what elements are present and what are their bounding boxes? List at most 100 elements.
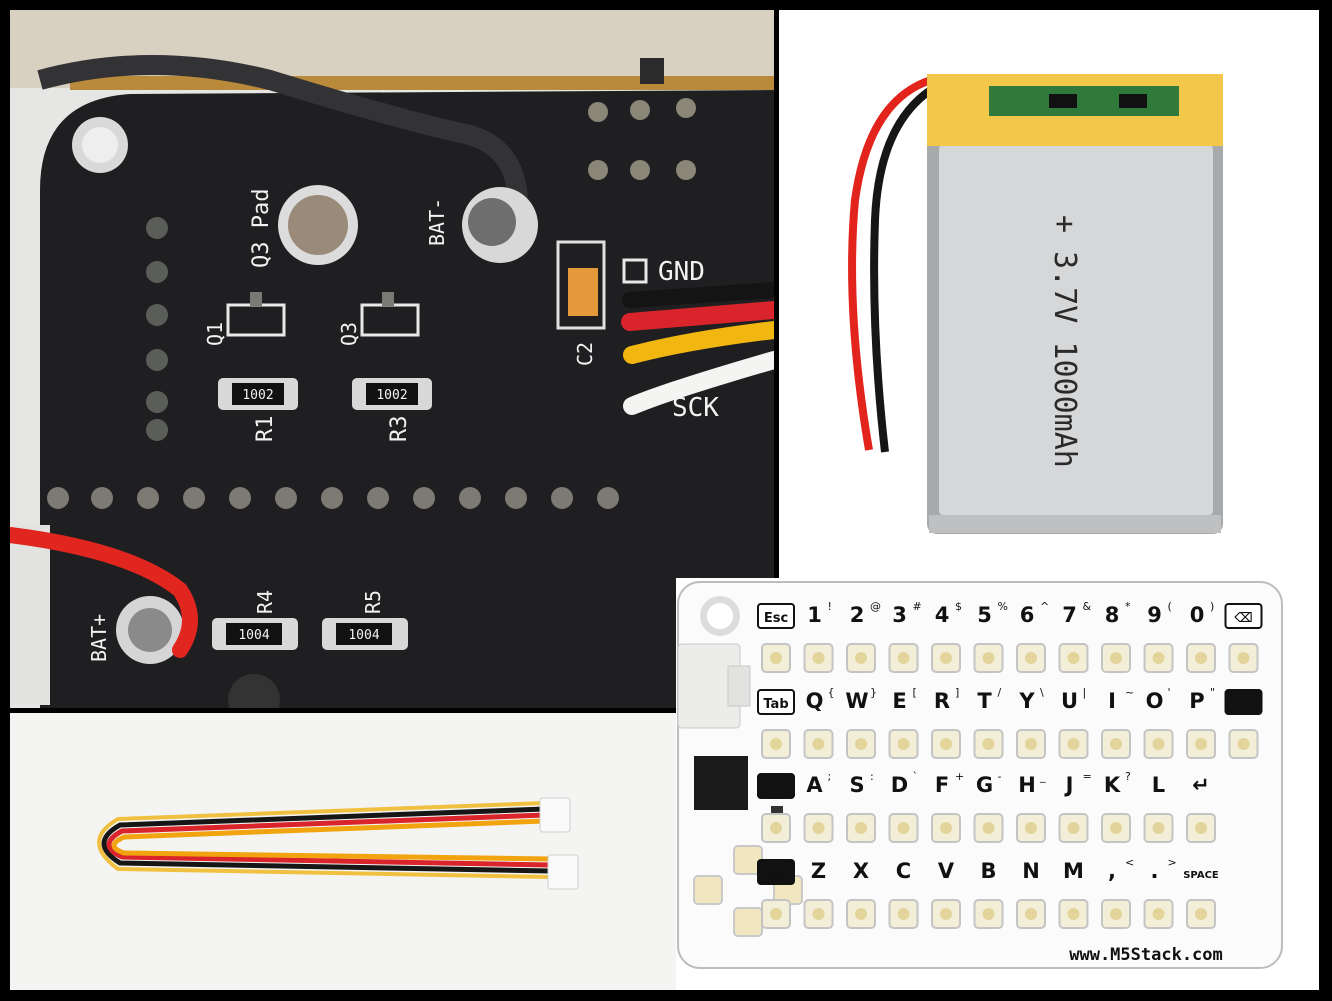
key-label: ⇧ <box>771 781 782 796</box>
key-r0-c11[interactable]: ⌫ <box>1224 603 1263 673</box>
key-r3-c8[interactable]: ,< <box>1101 856 1134 929</box>
key-r1-c3[interactable]: E[ <box>888 686 919 759</box>
key-r1-c4[interactable]: R] <box>931 686 961 759</box>
key-r2-c5[interactable]: G- <box>973 770 1004 843</box>
key-sub-label: | <box>1083 686 1087 699</box>
key-label: Y <box>1018 689 1035 713</box>
key-label: 1 <box>807 603 822 627</box>
key-label: 8 <box>1105 603 1120 627</box>
key-label: R <box>934 689 950 713</box>
key-r0-c5[interactable]: 5% <box>973 600 1008 673</box>
resistor-code-r4: 1004 <box>238 628 269 643</box>
key-r2-c4[interactable]: F+ <box>931 770 964 843</box>
key-r0-c10[interactable]: 0) <box>1186 600 1216 673</box>
key-r1-c11[interactable]: fn <box>1224 689 1263 759</box>
key-sub-label: _ <box>1039 770 1046 783</box>
key-r2-c9[interactable]: L <box>1143 773 1174 843</box>
key-r0-c0[interactable]: Esc <box>757 603 795 673</box>
capacitor-c2 <box>568 268 598 316</box>
key-r2-c3[interactable]: D` <box>888 770 919 843</box>
key-r2-c6[interactable]: H_ <box>1016 770 1046 843</box>
key-label: 9 <box>1147 603 1162 627</box>
key-r1-c7[interactable]: U| <box>1058 686 1089 759</box>
cable-connector-bottom <box>547 854 579 890</box>
key-r2-c7[interactable]: J= <box>1058 770 1092 843</box>
key-actuator <box>1152 738 1165 750</box>
silk-q1: Q1 <box>203 322 227 346</box>
key-r3-c4[interactable]: V <box>931 859 961 929</box>
key-r3-c3[interactable]: C <box>888 859 919 929</box>
key-r0-c9[interactable]: 9( <box>1143 600 1174 673</box>
key-actuator <box>1195 908 1207 920</box>
battery-label: + 3.7V 1000mAh <box>1047 215 1082 468</box>
key-label: B <box>980 859 996 883</box>
silk-q3: Q3 <box>337 322 361 346</box>
key-label: 4 <box>935 603 950 627</box>
key-r3-c1[interactable]: Z <box>803 859 834 929</box>
key-actuator <box>940 652 952 664</box>
grove-cable-photo <box>10 713 693 990</box>
key-r1-c1[interactable]: Q{ <box>803 686 835 759</box>
key-label-box <box>1224 689 1263 715</box>
key-r1-c8[interactable]: I~ <box>1101 686 1134 759</box>
key-r3-c6[interactable]: N <box>1016 859 1046 929</box>
key-r1-c0[interactable]: Tab <box>757 689 795 759</box>
key-r1-c6[interactable]: Y\ <box>1016 686 1046 759</box>
key-r2-c10[interactable]: ↵ <box>1186 773 1216 843</box>
key-label: I <box>1108 689 1116 713</box>
key-label: P <box>1189 689 1204 713</box>
key-r3-c9[interactable]: .> <box>1143 856 1177 929</box>
key-r1-c9[interactable]: O' <box>1143 686 1174 759</box>
key-r3-c5[interactable]: B <box>973 859 1004 929</box>
key-r2-c0[interactable]: ⇧ <box>757 773 795 843</box>
silk-r1: R1 <box>253 416 278 443</box>
key-r1-c5[interactable]: T/ <box>973 686 1004 759</box>
key-r1-c10[interactable]: P" <box>1186 686 1216 759</box>
key-r0-c1[interactable]: 1! <box>803 600 834 673</box>
key-label: E <box>892 689 906 713</box>
key-sub-label: [ <box>913 686 917 699</box>
key-sub-label: > <box>1168 856 1177 869</box>
silk-sck: SCK <box>672 393 719 423</box>
silk-r3: R3 <box>387 416 412 443</box>
key-actuator <box>812 822 825 834</box>
key-sub-label: & <box>1083 600 1092 613</box>
key-label: 7 <box>1062 603 1077 627</box>
key-r2-c8[interactable]: K? <box>1101 770 1131 843</box>
key-r3-c2[interactable]: X <box>846 859 876 929</box>
key-sub-label: % <box>998 600 1008 613</box>
key-r2-c1[interactable]: A; <box>803 770 834 843</box>
key-label: ⌫ <box>1233 611 1252 626</box>
key-actuator <box>770 908 782 920</box>
key-sub-label: ? <box>1125 770 1131 783</box>
key-actuator <box>1152 908 1165 920</box>
key-r3-c10[interactable]: SPACE <box>1183 870 1219 929</box>
key-label: T <box>977 689 992 713</box>
key-actuator <box>1152 652 1165 664</box>
key-r0-c8[interactable]: 8* <box>1101 600 1131 673</box>
key-r2-c2[interactable]: S: <box>846 770 876 843</box>
key-actuator <box>982 908 995 920</box>
key-sub-label: @ <box>870 600 881 613</box>
key-sub-label: = <box>1083 770 1092 783</box>
key-label: O <box>1146 689 1164 713</box>
key-r3-c0[interactable]: Sym <box>757 859 795 929</box>
key-r0-c7[interactable]: 7& <box>1058 600 1092 673</box>
key-label: A <box>806 773 823 797</box>
key-actuator <box>1110 822 1122 834</box>
key-r3-c7[interactable]: M <box>1058 859 1089 929</box>
key-r0-c4[interactable]: 4$ <box>931 600 962 673</box>
key-actuator <box>897 652 910 664</box>
key-actuator <box>1067 908 1080 920</box>
key-r0-c6[interactable]: 6^ <box>1016 600 1049 673</box>
key-actuator <box>1067 822 1080 834</box>
key-actuator <box>897 738 910 750</box>
key-r0-c2[interactable]: 2@ <box>846 600 881 673</box>
key-actuator <box>1110 652 1122 664</box>
key-r1-c2[interactable]: W} <box>845 686 877 759</box>
key-actuator <box>897 822 910 834</box>
key-r0-c3[interactable]: 3# <box>888 600 922 673</box>
key-label: Tab <box>763 697 788 712</box>
key-sub-label: { <box>828 686 835 699</box>
key-actuator <box>770 822 782 834</box>
